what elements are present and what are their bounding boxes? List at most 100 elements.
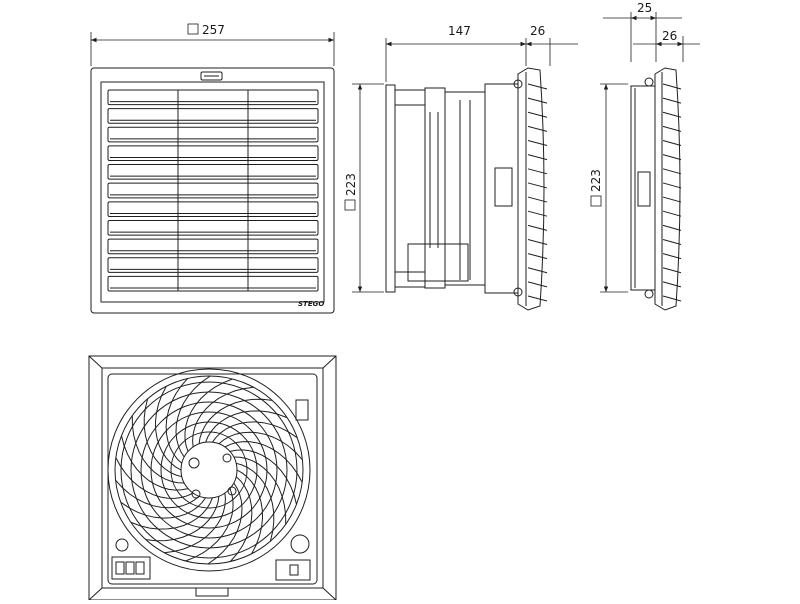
fan-spoke — [229, 449, 297, 505]
louver-slat — [107, 145, 319, 162]
height-label: 223 — [344, 173, 358, 196]
narrow-clip-bottom — [644, 289, 654, 299]
louver-slat — [107, 275, 319, 292]
dimension-width — [90, 23, 335, 66]
mount-hole — [227, 486, 237, 496]
grille-fin — [527, 168, 548, 175]
clip-top — [513, 79, 523, 89]
grille-fin — [527, 224, 548, 231]
fan-spoke — [164, 492, 226, 554]
mount-hole — [191, 489, 201, 499]
grille-fin — [527, 140, 548, 147]
louver-slat — [107, 238, 319, 255]
mount-hole — [222, 453, 232, 463]
grille-fin — [662, 224, 682, 231]
grille-fin — [662, 168, 682, 175]
side-height-label: 223 — [589, 169, 603, 192]
fan-grid-ring — [120, 381, 298, 559]
fan-spoke — [175, 375, 211, 458]
narrow-window — [637, 171, 651, 207]
grille-fin — [527, 182, 548, 189]
narrow-grille — [654, 67, 681, 311]
louver-slat — [107, 89, 319, 106]
grille-fin — [662, 111, 682, 118]
grille-fin — [527, 295, 548, 302]
brand-mark: STEGO — [298, 300, 324, 308]
grille-fin — [662, 295, 682, 302]
drain-plug — [290, 534, 310, 554]
fan-grid-ring — [150, 411, 268, 529]
housing-mid — [424, 87, 446, 289]
fan-spoke — [130, 497, 213, 530]
fan-spoke — [236, 469, 264, 555]
fan-spoke — [198, 398, 273, 444]
grille-fin — [662, 83, 682, 90]
square-symbol — [590, 195, 602, 207]
grille-fin — [662, 97, 682, 104]
fan-spoke — [236, 462, 275, 542]
side-fins — [527, 83, 548, 302]
grille-fin — [527, 97, 548, 104]
front-view: STEGO — [90, 67, 335, 314]
fan-spoke — [207, 482, 243, 565]
louver-slat — [107, 201, 319, 217]
fan-grid-ring — [170, 431, 248, 509]
housing-left — [385, 84, 396, 293]
terminal-block — [111, 556, 151, 580]
grille-fin — [662, 281, 682, 288]
connector-pin — [289, 564, 299, 576]
dimension-height — [344, 83, 384, 293]
fan-spoke — [230, 476, 253, 562]
front-latch — [200, 71, 223, 81]
square-symbol — [344, 199, 356, 211]
terminal-box — [407, 243, 469, 282]
grille-depth-label: 26 — [530, 24, 545, 38]
grille-fin — [527, 196, 548, 203]
fan-spoke — [184, 378, 233, 452]
clip-bottom — [513, 287, 523, 297]
fan-ring — [114, 375, 304, 565]
grille-fin — [527, 83, 548, 90]
louver-slat — [107, 164, 319, 180]
grille-fin — [662, 140, 682, 147]
screw — [115, 538, 129, 552]
dimension-depth — [385, 38, 578, 82]
hub-center — [188, 457, 200, 469]
fan-spoke — [131, 415, 185, 484]
housing-frame — [484, 83, 519, 294]
fan-grid-ring — [130, 391, 288, 549]
front-frame-outer — [90, 67, 335, 314]
grille-fin — [662, 182, 682, 189]
fan-shroud — [107, 368, 311, 572]
dimension-narrow — [590, 12, 700, 293]
front-frame-inner — [100, 81, 325, 303]
grille-fin — [527, 238, 548, 245]
side-grille — [517, 67, 545, 311]
grille-fin — [527, 267, 548, 274]
fan-spoke — [115, 457, 194, 499]
grille-fin — [527, 253, 548, 260]
louver-slat — [107, 182, 319, 199]
louver-slat — [107, 219, 319, 236]
fan-spoke — [145, 496, 220, 542]
back-view — [88, 355, 337, 601]
fan-spoke — [154, 385, 182, 471]
side-view — [385, 67, 548, 311]
connector-window — [494, 167, 513, 207]
width-label: 257 — [202, 23, 225, 37]
grille-fin — [527, 210, 548, 217]
housing-motor — [444, 91, 486, 286]
grille-fin — [662, 238, 682, 245]
narrow-side-view — [630, 67, 682, 311]
grille-fin — [527, 281, 548, 288]
grille-fin — [662, 253, 682, 260]
grille-fin — [527, 111, 548, 118]
fan-grid-ring — [140, 401, 278, 539]
fan-spoke — [224, 441, 303, 483]
fan-spoke — [185, 488, 234, 562]
front-louvers — [107, 89, 319, 292]
louver-slat — [107, 257, 319, 273]
narrow-clip-top — [644, 77, 654, 87]
fan-spoke — [212, 421, 298, 443]
